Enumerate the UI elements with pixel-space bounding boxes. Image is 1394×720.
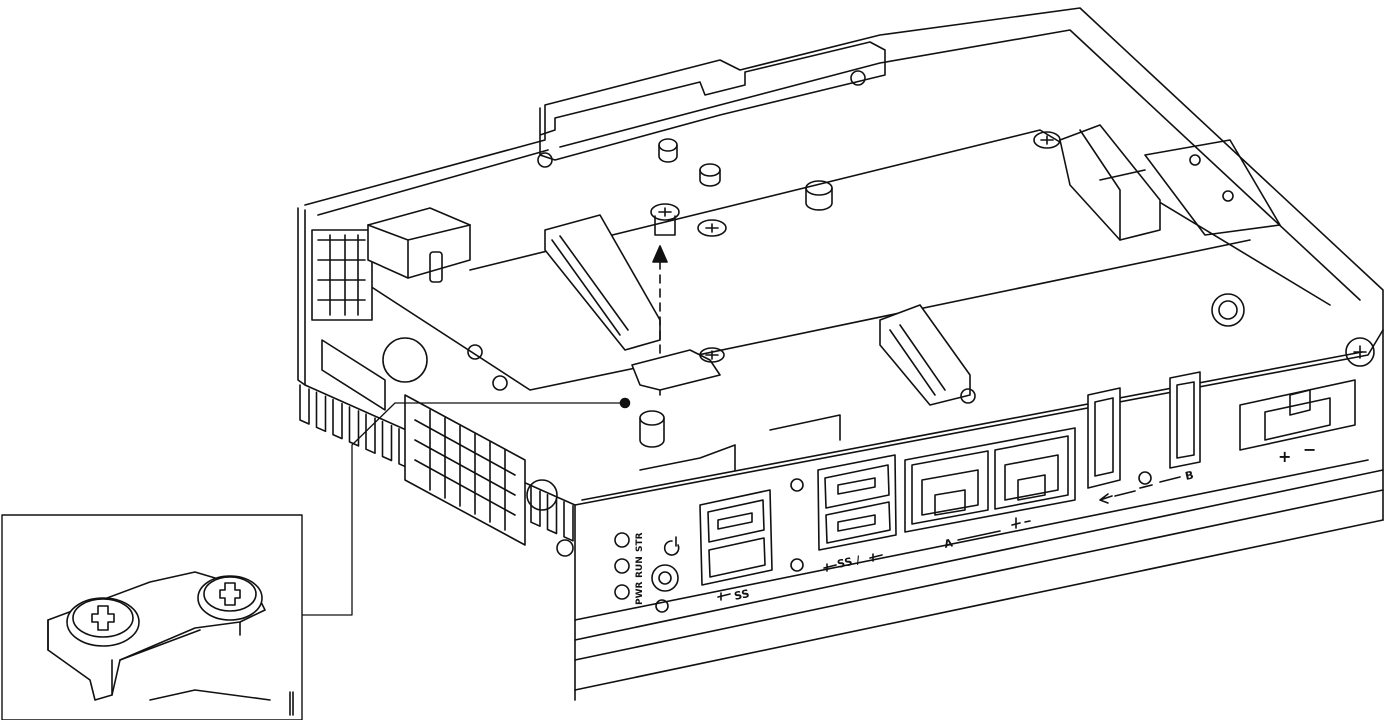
fin	[381, 420, 393, 462]
screw-icon	[66, 597, 140, 647]
power-icon	[663, 536, 680, 556]
led-str-label: STR	[635, 532, 645, 552]
screw-icon	[650, 203, 680, 236]
power-button[interactable]	[651, 536, 680, 613]
usb-label-ss-pair: SS /	[836, 553, 862, 571]
led-pwr-label: PWR	[635, 581, 645, 605]
fin	[315, 391, 327, 433]
led-run-label: RUN	[635, 556, 645, 578]
lan-label-a: A	[943, 536, 955, 551]
usb-icon	[823, 563, 837, 572]
standoff-1	[658, 138, 678, 163]
internal-components	[367, 70, 1375, 448]
usb-icon	[717, 592, 731, 601]
screw-icon	[697, 219, 727, 237]
side-terminal-blocks	[311, 229, 558, 546]
led-str	[614, 584, 630, 600]
display-port-icon	[1138, 471, 1153, 489]
dp-label-b: B	[1184, 468, 1195, 482]
dc-plus-label: +	[1278, 447, 1291, 466]
screw-icon	[197, 575, 263, 621]
front-panel: PWR RUN STR SS	[556, 371, 1356, 613]
fin	[299, 384, 310, 425]
callout-detail-box	[1, 514, 303, 720]
usb-label-ss: SS	[733, 587, 751, 603]
usb-icon	[869, 553, 883, 562]
display-ports: B	[1087, 371, 1201, 504]
network-icon	[1011, 517, 1021, 529]
fin	[332, 398, 343, 440]
usb-port-ss-pair: SS /	[817, 454, 897, 572]
lan-ports: A	[904, 427, 1076, 551]
fin	[546, 493, 558, 535]
fin	[365, 413, 376, 454]
led-run	[614, 558, 630, 574]
standoff-lower	[639, 410, 665, 448]
usb-port-ss: SS	[699, 489, 773, 603]
led-pwr	[614, 532, 630, 548]
standoff-2	[699, 163, 721, 187]
fin	[563, 501, 574, 542]
dc-power-input: + −	[1239, 379, 1356, 466]
callout-leader	[301, 397, 631, 616]
enclosure	[297, 7, 1384, 701]
standoff-3	[805, 180, 833, 211]
dc-minus-label: −	[1303, 440, 1316, 459]
